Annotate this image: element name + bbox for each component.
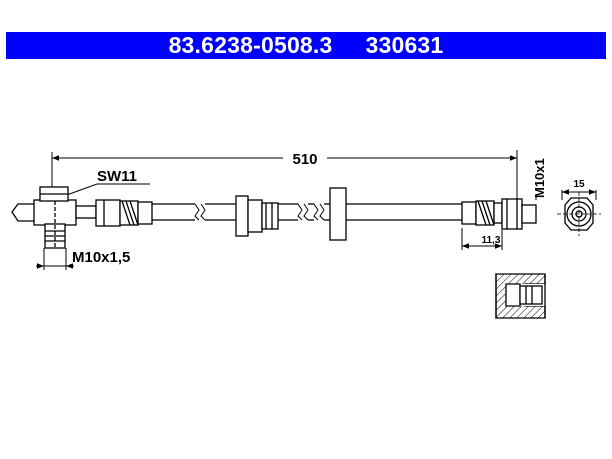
title-bar: 83.6238-0508.3 330631 xyxy=(6,32,606,59)
thread-right-label: M10x1 xyxy=(532,158,547,198)
end-diameter-label: 15 xyxy=(573,179,585,190)
overall-length-dimension: 510 xyxy=(51,150,518,212)
ref-number: 330631 xyxy=(365,32,444,58)
thread-left-label: M10x1,5 xyxy=(72,249,130,266)
wrench-size-label: SW11 xyxy=(97,168,137,185)
part-number: 83.6238-0508.3 xyxy=(168,32,333,58)
end-width-label: 11,3 xyxy=(482,235,501,246)
right-end-fitting xyxy=(461,198,537,230)
thread-left-dimension: M10x1,5 xyxy=(36,248,130,270)
thread-right-dimension: M10x1 xyxy=(532,158,547,200)
wrench-size-callout: SW11 xyxy=(63,168,150,197)
length-label: 510 xyxy=(292,151,317,168)
hose-body xyxy=(152,187,462,241)
port-section-detail xyxy=(495,273,546,319)
end-view: 15 xyxy=(557,179,601,236)
left-banjo-fitting xyxy=(11,186,153,249)
end-width-dimension: 11,3 xyxy=(461,228,503,250)
